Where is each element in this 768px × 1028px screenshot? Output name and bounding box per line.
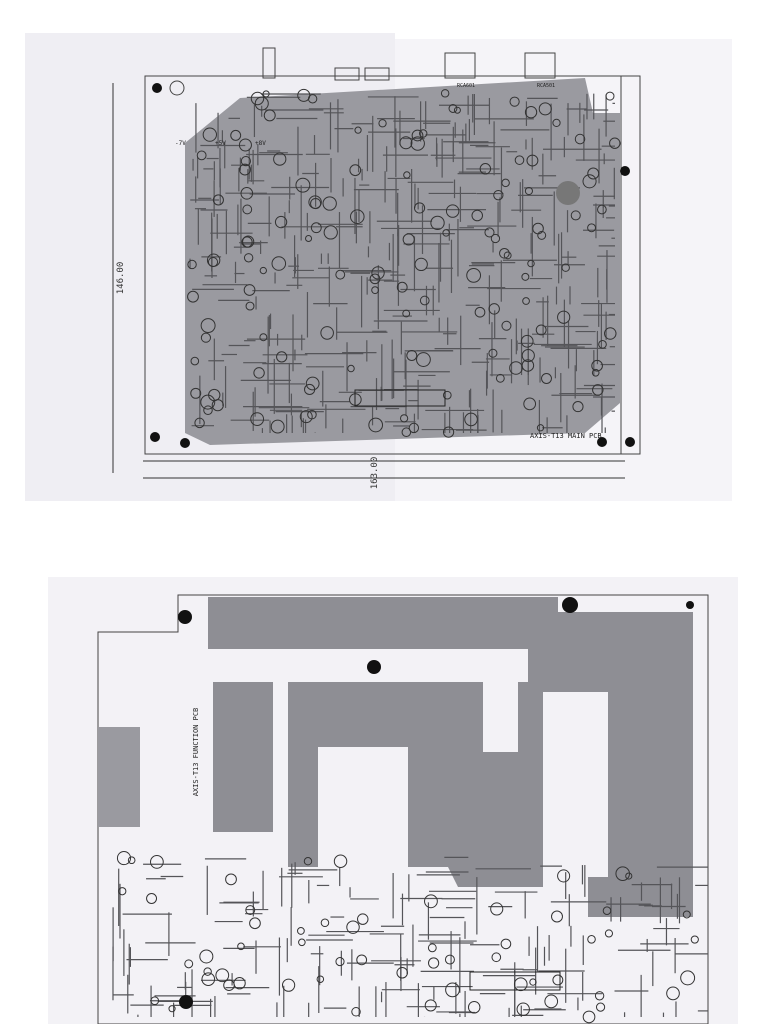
function-pcb-drawing: AXIS-T13 FUNCTION PCB [48,577,738,1025]
main-pcb-drawing: 146.00 163.00 RCA601 RCA501 -7V +5V +8V … [25,33,732,501]
function-pcb-title: AXIS-T13 FUNCTION PCB [192,708,200,797]
main-pcb-traces [187,88,621,438]
voltage-label: -7V [175,140,186,147]
function-pcb-sheet: AXIS-T13 FUNCTION PCB [48,577,738,1025]
voltage-label: +5V [215,140,226,147]
voltage-label: +8V [255,140,266,147]
main-pcb-title: AXIS-T13 MAIN PCB [530,432,602,440]
function-pcb-traces [112,851,708,1024]
width-dimension-label: 163.00 [370,457,380,490]
connector-label: RCA501 [537,83,555,89]
height-dimension-label: 146.00 [116,262,126,295]
connector-label: RCA601 [457,83,475,89]
main-pcb-sheet: 146.00 163.00 RCA601 RCA501 -7V +5V +8V … [25,33,732,501]
